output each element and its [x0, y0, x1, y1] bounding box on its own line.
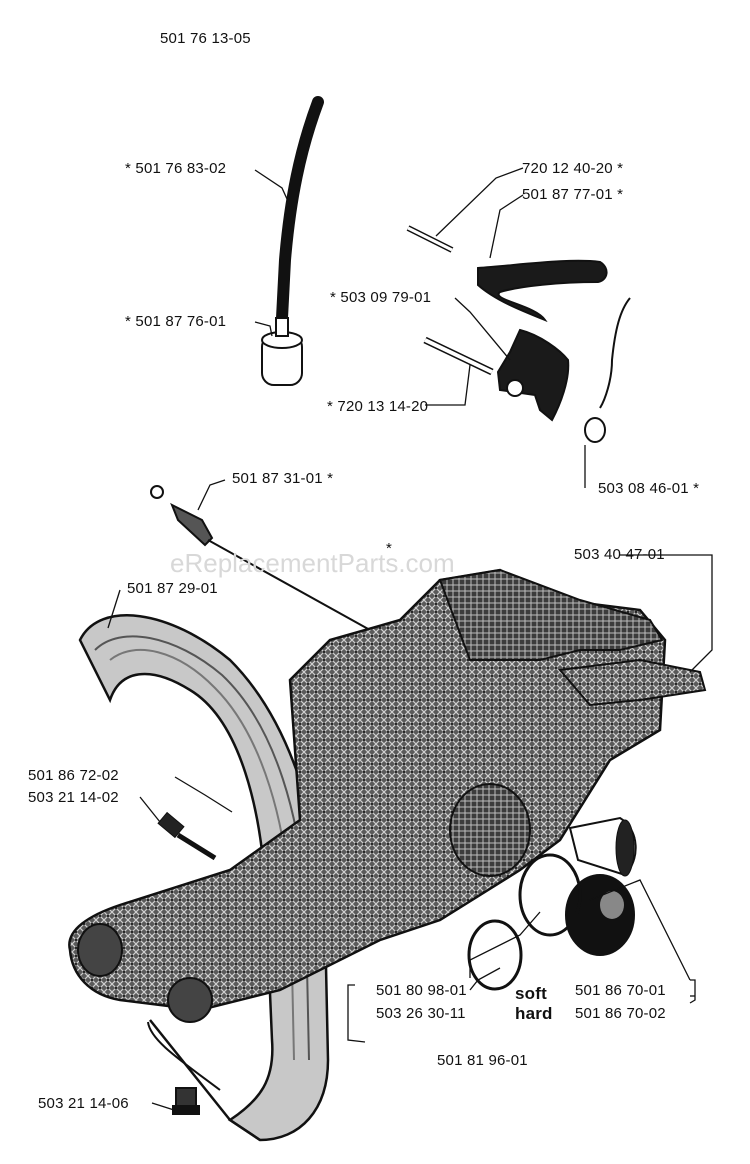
- bolt-part-lower: [172, 1087, 200, 1115]
- rear-handle-part: [438, 568, 707, 707]
- part-label-501-87-76-01: * 501 87 76-01: [125, 313, 227, 330]
- part-label-501-86-72-02: 501 86 72-02: [28, 767, 119, 784]
- part-label-503-08-46-01: 503 08 46-01 *: [598, 480, 700, 497]
- part-label-501-86-70-02: 501 86 70-02: [575, 1005, 666, 1022]
- fuel-hose-part: [276, 96, 324, 324]
- part-label-503-26-30-11: 503 26 30-11: [376, 1005, 466, 1022]
- hard-note: hard: [515, 1004, 553, 1023]
- part-label-501-87-29-01: 501 87 29-01: [127, 580, 218, 597]
- part-label-720-12-40-20: 720 12 40-20 *: [522, 160, 624, 177]
- star-mark: *: [386, 540, 393, 557]
- assembly-number-label: 501 76 13-05: [160, 30, 251, 47]
- part-label-720-13-14-20: * 720 13 14-20: [327, 398, 429, 415]
- pin-part-upper: [406, 225, 454, 253]
- soft-note: soft: [515, 984, 547, 1003]
- fuel-filter-part: [261, 317, 303, 386]
- pin-part-lower: [423, 336, 494, 376]
- part-label-503-40-47-01: 503 40 47-01: [574, 546, 665, 563]
- spring-part: [584, 297, 631, 443]
- choke-rod-part: [150, 485, 371, 631]
- watermark: eReplacementParts.com: [170, 548, 455, 578]
- filler-cap-part: [565, 874, 635, 956]
- o-ring-parts: [467, 853, 582, 991]
- part-label-503-09-79-01: * 503 09 79-01: [330, 289, 432, 306]
- part-label-501-87-31-01: 501 87 31-01 *: [232, 470, 334, 487]
- part-label-501-81-96-01: 501 81 96-01: [437, 1052, 528, 1069]
- part-label-503-21-14-06: 503 21 14-06: [38, 1095, 129, 1112]
- part-label-501-80-98-01: 501 80 98-01: [376, 982, 467, 999]
- crankcase-body-part: [68, 568, 667, 1023]
- part-label-503-21-14-02: 503 21 14-02: [28, 789, 119, 806]
- part-label-501-76-83-02: * 501 76 83-02: [125, 160, 227, 177]
- throttle-lockout-part: [496, 328, 570, 422]
- part-label-501-87-77-01: 501 87 77-01 *: [522, 186, 624, 203]
- part-label-501-86-70-01: 501 86 70-01: [575, 982, 666, 999]
- leader-lines: [107, 167, 713, 1111]
- bolt-part-upper: [157, 811, 217, 861]
- throttle-lever-part: [477, 259, 608, 323]
- plug-part: [568, 816, 637, 877]
